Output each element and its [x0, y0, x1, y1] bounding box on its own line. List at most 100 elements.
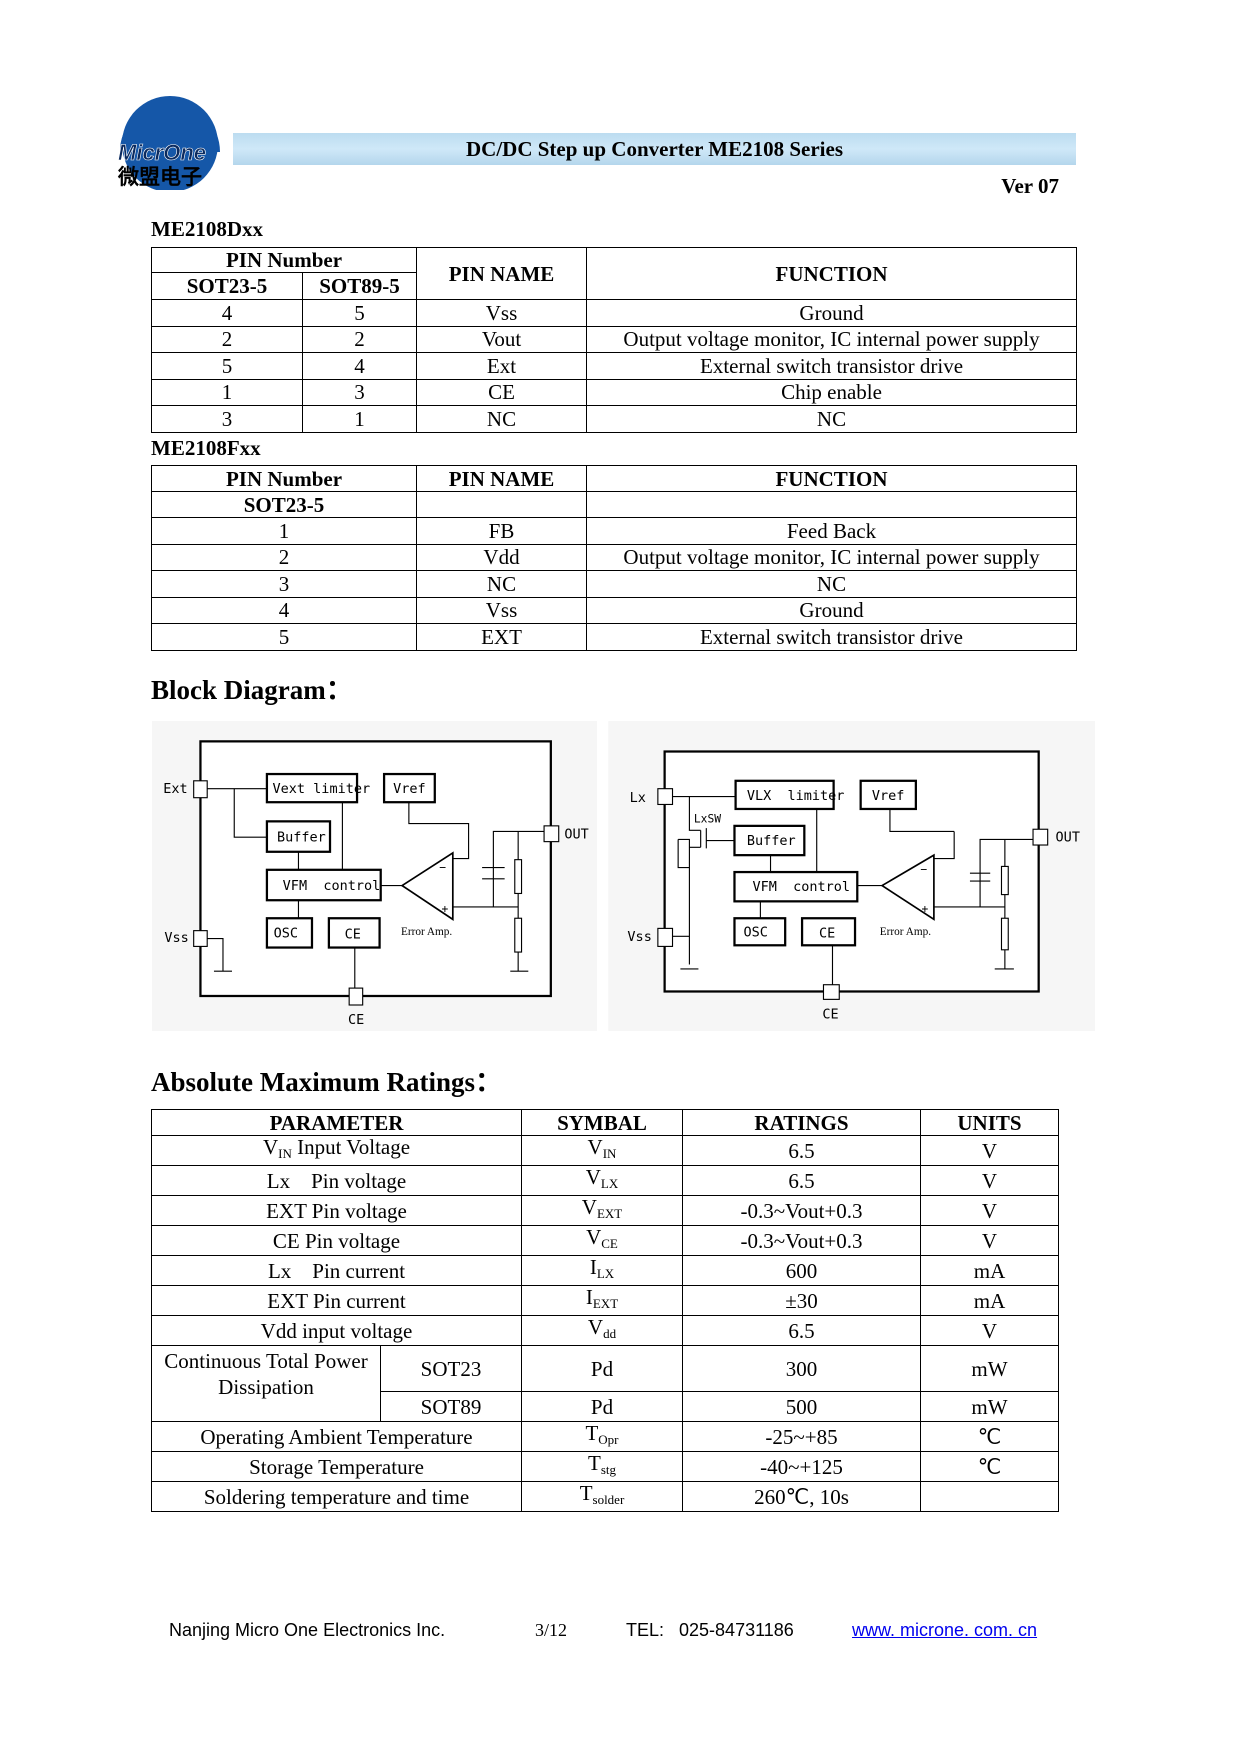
version-label: Ver 07: [1001, 174, 1059, 198]
header-sot89: SOT89-5: [301, 272, 418, 300]
pin-name-cell: NC: [416, 570, 587, 598]
sot89-pin-cell: 2: [301, 325, 418, 353]
function-cell: External switch transistor drive: [586, 352, 1078, 380]
function-cell: Output voltage monitor, IC internal powe…: [586, 543, 1077, 571]
pin-name-cell: EXT: [416, 623, 587, 651]
sot23-pin-cell: 1: [151, 378, 303, 406]
sot23-pin-cell: 1: [151, 517, 417, 545]
header-parameter: PARAMETER: [151, 1109, 522, 1136]
function-cell: Ground: [586, 299, 1078, 327]
footer-page-number: 3/12: [535, 1620, 568, 1640]
block-diagram-heading: Block Diagram：: [151, 675, 353, 705]
rating-cell: 300: [682, 1345, 921, 1392]
pin-label-vss: Vss: [627, 929, 651, 945]
block-label: CE: [819, 925, 835, 941]
rating-cell: -40~+125: [682, 1451, 921, 1482]
block-label: OSC: [743, 924, 767, 940]
parameter-cell: EXT Pin current: [151, 1285, 522, 1316]
unit-cell: V: [920, 1315, 1059, 1346]
unit-cell: ℃: [920, 1451, 1059, 1482]
pin-label-lx: Lx: [630, 790, 646, 806]
header-sot23: SOT23-5: [151, 272, 303, 300]
parameter-cell: Soldering temperature and time: [151, 1481, 522, 1512]
unit-cell: mW: [920, 1391, 1059, 1422]
error-amp-label: Error Amp.: [880, 926, 931, 938]
pin-name-cell: NC: [416, 405, 588, 433]
symbol-cell: VCE: [521, 1225, 683, 1256]
table-row: Continuous Total Power Dissipation SOT23…: [151, 1345, 1059, 1422]
pin-label-out: OUT: [564, 826, 588, 842]
sot23-pin-cell: 5: [151, 352, 303, 380]
pin-name-cell: Vss: [416, 299, 588, 327]
symbol-cell: TOpr: [521, 1421, 683, 1452]
block-label: Vext limiter: [273, 781, 371, 797]
footer-website-link[interactable]: www. microne. com. cn: [852, 1620, 1038, 1640]
symbol-cell: Pd: [521, 1391, 683, 1422]
block-label: VFM control: [753, 879, 851, 895]
symbol-cell: Vdd: [521, 1315, 683, 1346]
header-function: FUNCTION: [586, 247, 1078, 300]
svg-text:MicrOne: MicrOne: [118, 140, 206, 165]
unit-cell: [920, 1481, 1059, 1512]
table-dxx-caption: ME2108Dxx: [151, 217, 263, 241]
header-units: UNITS: [920, 1109, 1059, 1136]
header-ratings: RATINGS: [682, 1109, 921, 1136]
block-label: CE: [345, 927, 361, 943]
pin-label-vss: Vss: [164, 930, 188, 946]
function-cell: NC: [586, 570, 1077, 598]
symbol-cell: Tsolder: [521, 1481, 683, 1512]
header-pin-name: PIN NAME: [416, 465, 587, 492]
sot89-pin-cell: 3: [301, 378, 418, 406]
block-label: OSC: [274, 925, 298, 941]
block-label: Buffer: [747, 833, 796, 849]
vlx-limiter-block: [734, 779, 835, 811]
symbol-cell: ILX: [521, 1255, 683, 1286]
parameter-cell: EXT Pin voltage: [151, 1195, 522, 1226]
sot23-pin-cell: 5: [151, 623, 417, 651]
sot23-pin-cell: 3: [151, 405, 303, 433]
osc-block: [265, 917, 314, 949]
unit-cell: mA: [920, 1285, 1059, 1316]
symbol-cell: VIN: [521, 1135, 683, 1166]
lxsw-label: LxSW: [694, 812, 721, 825]
function-cell: Feed Back: [586, 517, 1077, 545]
parameter-cell: Storage Temperature: [151, 1451, 522, 1482]
company-logo: MicrOne 微盟电子: [114, 94, 226, 192]
pin-label-out: OUT: [1056, 830, 1080, 846]
unit-cell: mW: [920, 1345, 1059, 1392]
header-pin-number: PIN Number: [151, 465, 417, 492]
header-function: FUNCTION: [586, 465, 1077, 492]
error-amp-label: Error Amp.: [401, 926, 452, 938]
sot89-pin-cell: 4: [301, 352, 418, 380]
function-cell: NC: [586, 405, 1078, 433]
block-diagram: Ext Vss OUT CE Vext limiter Vref Buffer …: [152, 721, 1095, 1031]
svg-text:+: +: [921, 903, 928, 916]
svg-text:+: +: [442, 903, 449, 916]
unit-cell: mA: [920, 1255, 1059, 1286]
table-fxx-caption: ME2108Fxx: [151, 436, 261, 460]
pin-name-cell: Vss: [416, 596, 587, 624]
document-title: DC/DC Step up Converter ME2108 Series: [466, 136, 843, 161]
header-sot23: SOT23-5: [151, 491, 417, 518]
block-label: VLX limiter: [747, 788, 845, 804]
pin-name-cell: Vout: [416, 325, 588, 353]
document-title-bar: DC/DC Step up Converter ME2108 Series: [233, 133, 1076, 165]
svg-text:−: −: [439, 861, 446, 874]
pin-label-ext: Ext: [163, 781, 187, 797]
